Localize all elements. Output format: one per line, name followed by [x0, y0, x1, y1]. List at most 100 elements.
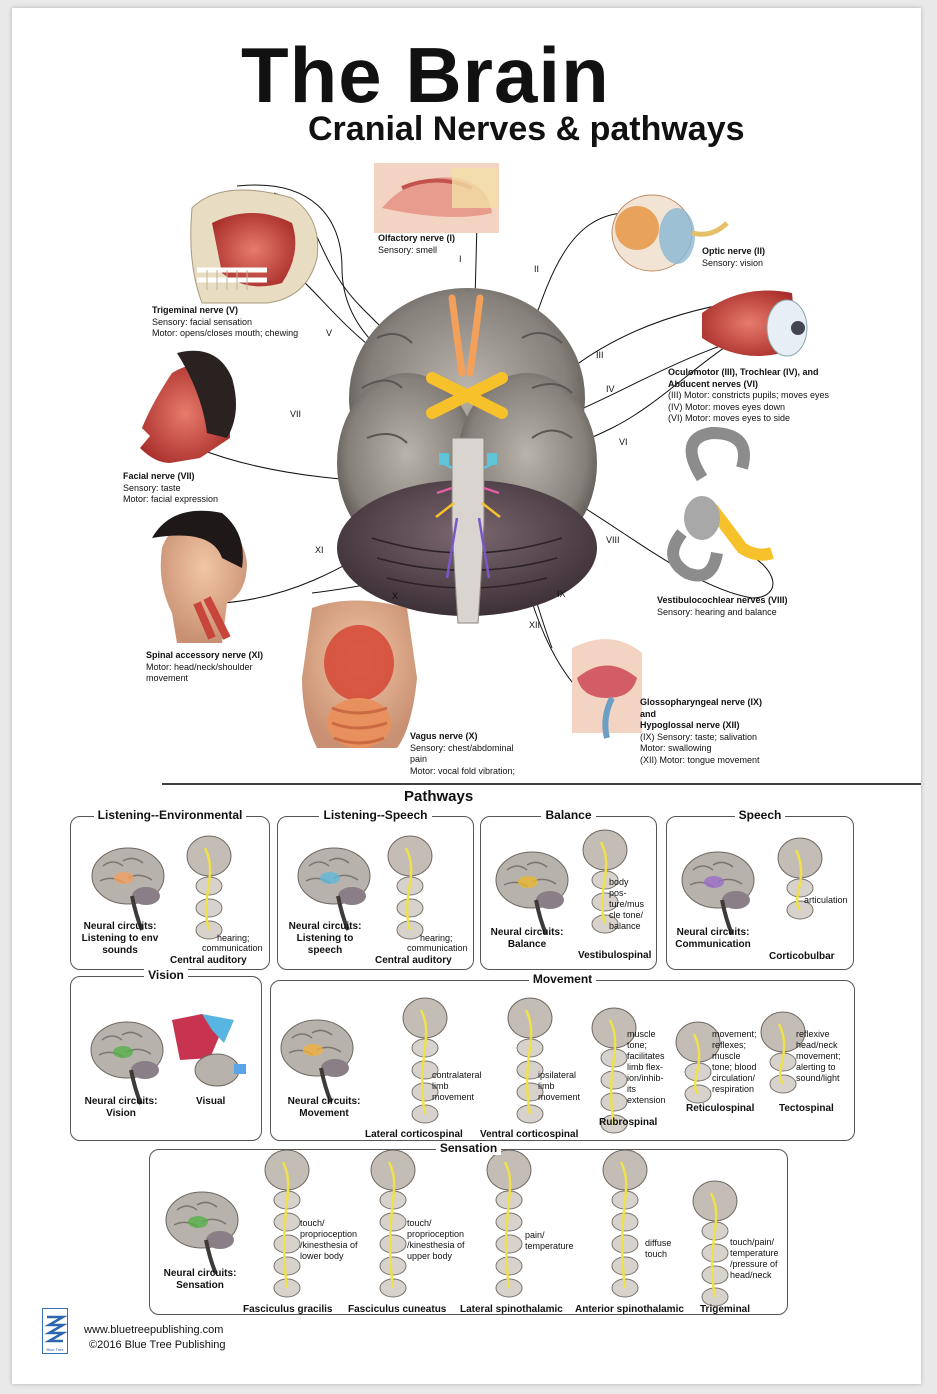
- trigeminal-tract-side-3: head/neck: [730, 1270, 772, 1280]
- oculomotor-name2: Abducent nerves (VI): [668, 378, 759, 389]
- reticulo-side: movement; reflexes; muscle tone; blood c…: [712, 1029, 757, 1095]
- sensation-nc1: Neural circuits:: [163, 1268, 237, 1279]
- pathways-heading: Pathways: [404, 788, 474, 805]
- balance-circuit: Neural circuits: Balance: [484, 927, 570, 951]
- glosso-line2: Motor: swallowing: [640, 743, 712, 753]
- tecto-side-0: reflexive: [796, 1029, 830, 1039]
- gracilis-cord-tract: [281, 1161, 290, 1289]
- vision-brain-highlight: [113, 1046, 133, 1058]
- anterior-st-cord-segment-2: [611, 1234, 639, 1254]
- rubro-side-5: its: [627, 1084, 636, 1094]
- lateral-cs-cord-segment-2: [411, 1082, 439, 1102]
- rubro-cord-segment-1: [600, 1070, 628, 1090]
- listen-env-brain-brainstem: [130, 895, 144, 931]
- listen-speech-path: Central auditory: [375, 955, 452, 966]
- vision-nc1: Neural circuits:: [84, 1096, 158, 1107]
- tecto-side: reflexive head/neck movement; alerting t…: [796, 1029, 841, 1084]
- listen-env-nc1: Neural circuits:: [83, 921, 157, 932]
- vagus-line3: Motor: vocal fold vibration;: [410, 765, 516, 776]
- reticulo-cord-tract: [692, 1033, 701, 1095]
- glosso-name1: Glossopharyngeal nerve (IX): [640, 697, 763, 707]
- reticulo-side-3: tone; blood: [712, 1062, 757, 1072]
- rubro-side-3: limb flex-: [627, 1062, 664, 1072]
- lateral-st-side-0: pain/: [525, 1230, 545, 1240]
- anterior-st-side-1: touch: [645, 1249, 668, 1259]
- ventral-cs-side-0: ipsilateral: [538, 1070, 577, 1080]
- tecto-side-3: alerting to: [796, 1062, 836, 1072]
- listen-speech-brain-cerebellum: [338, 887, 366, 905]
- numeral-x: X: [392, 591, 399, 601]
- balance-brain-brainstem: [534, 899, 548, 935]
- numeral-iv: IV: [606, 384, 615, 394]
- panel-balance: Balance: [480, 808, 657, 970]
- rubro-side: muscle tone; facilitates limb flex- ion/…: [627, 1029, 666, 1106]
- speech-nc2: Communication: [675, 939, 751, 950]
- reticulo-side-1: reflexes;: [712, 1040, 747, 1050]
- inner-ear-vestibulocochlear-illustration: [667, 426, 774, 582]
- rubro-cord-segment-2: [600, 1092, 628, 1112]
- movement-nc2: Movement: [299, 1108, 349, 1119]
- listen-speech-nc3: speech: [307, 945, 343, 956]
- gracilis-side-1: proprioception: [300, 1229, 358, 1239]
- cranial-illustration: [140, 163, 921, 785]
- trigeminal-tract-cord-tract: [709, 1192, 718, 1298]
- listen-env-path: Central auditory: [170, 955, 247, 966]
- listen-speech-cord-tract: [404, 847, 413, 931]
- sensation-title: Sensation: [435, 1141, 502, 1155]
- lateral-st-cord-segment-2: [495, 1234, 523, 1254]
- rubro-side-2: facilitates: [627, 1051, 665, 1061]
- footer-copyright: ©2016 Blue Tree Publishing: [89, 1339, 226, 1351]
- listen-env-side: hearing;: [217, 933, 250, 944]
- listen-env-brain-gyri: [99, 857, 153, 884]
- trigeminal-tract-cord-segment-2: [701, 1265, 729, 1285]
- eye-muscles-illustration: [702, 290, 808, 357]
- oculomotor-name1: Oculomotor (III), Trochlear (IV), and: [668, 367, 819, 377]
- trigeminal-line2: Motor: opens/closes mouth; chewing: [152, 328, 299, 338]
- speech-cord-tract: [794, 849, 803, 911]
- vagus-name: Vagus nerve (X): [410, 731, 478, 741]
- ventral-cs-side-2: movement: [538, 1092, 581, 1102]
- trigeminal-name: Trigeminal nerve (V): [152, 305, 239, 315]
- lateral-cs-side-2: movement: [432, 1092, 475, 1102]
- vision-brain-brainstem: [129, 1069, 143, 1105]
- numeral-vi: VI: [619, 437, 628, 447]
- spinal-name: Spinal accessory nerve (XI): [146, 650, 264, 660]
- numeral-viii: VIII: [606, 535, 620, 545]
- listen-env-cord-tract: [203, 847, 212, 931]
- sensation-brain-gyri: [173, 1201, 227, 1228]
- footer-url[interactable]: www.bluetreepublishing.com: [84, 1324, 224, 1336]
- panel-movement: Movement: [270, 972, 855, 1141]
- balance-side: body pos- ture/mus cle tone/ balance: [609, 877, 644, 932]
- lateral-st-path: Lateral spinothalamic: [460, 1304, 563, 1315]
- oculomotor-line2: (IV) Motor: moves eyes down: [668, 401, 786, 412]
- rubro-path: Rubrospinal: [599, 1117, 658, 1128]
- sensation-brain-highlight: [188, 1216, 208, 1228]
- oculomotor-line1: (III) Motor: constricts pupils; moves ey…: [668, 390, 830, 400]
- vagus-line2: pain: [410, 754, 428, 764]
- anterior-st-path: Anterior spinothalamic: [575, 1304, 684, 1315]
- balance-brain-cerebellum: [536, 891, 564, 909]
- glosso-line1: (IX) Sensory: taste; salivation: [640, 731, 758, 742]
- ventral-cs-cord-tract: [524, 1009, 533, 1115]
- anterior-st-side-0: diffuse: [645, 1238, 672, 1248]
- rubro-side-0: muscle: [627, 1029, 656, 1039]
- trigeminal-tract-cord-segment-1: [701, 1243, 729, 1263]
- tecto-path: Tectospinal: [779, 1103, 834, 1114]
- reticulo-side-0: movement;: [712, 1029, 757, 1039]
- anterior-st-cord-tract: [619, 1161, 628, 1289]
- vision-circuit: Neural circuits: Vision: [76, 1096, 166, 1120]
- tecto-side-4: sound/light: [796, 1073, 840, 1083]
- sensation-circuit: Neural circuits: Sensation: [154, 1268, 246, 1292]
- numeral-xi: XI: [315, 545, 324, 555]
- visual-cortex-highlight: [234, 1064, 246, 1074]
- balance-side-3: cle tone/: [609, 910, 644, 920]
- vision-title: Vision: [144, 968, 188, 982]
- glosso-line3: (XII) Motor: tongue movement: [640, 754, 760, 765]
- tecto-side-2: movement;: [796, 1051, 841, 1061]
- tree-logo-icon: Blue Tree: [44, 1315, 67, 1352]
- balance-title: Balance: [541, 808, 596, 822]
- facial-name: Facial nerve (VII): [123, 471, 195, 481]
- cuneatus-cord-segment-3: [379, 1256, 407, 1276]
- rubro-side-4: ion/inhib-: [627, 1073, 664, 1083]
- facial-line1: Sensory: taste: [123, 482, 181, 493]
